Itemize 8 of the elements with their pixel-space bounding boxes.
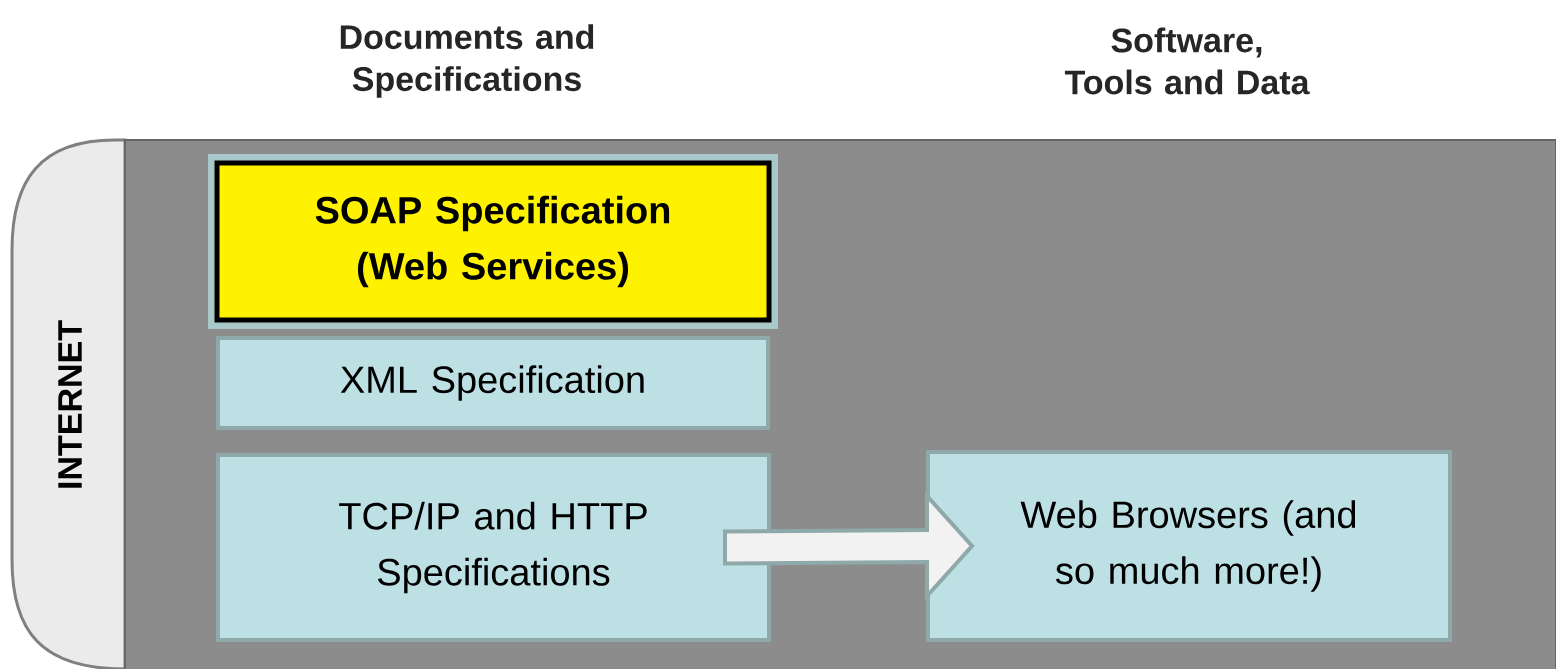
column-heading: Documents and Specifications [340,24,594,98]
column-heading: Software, Tools and Data [1064,27,1310,95]
spec-box: TCP/IP and HTTP Specifications [216,453,771,642]
spec-box: XML Specification [216,336,770,430]
block-arrow [723,490,975,602]
node-label: INTERNET [58,320,82,488]
highlighted-box: SOAP Specification (Web Services) [208,154,778,329]
spec-box: Web Browsers (and so much more!) [926,450,1452,642]
